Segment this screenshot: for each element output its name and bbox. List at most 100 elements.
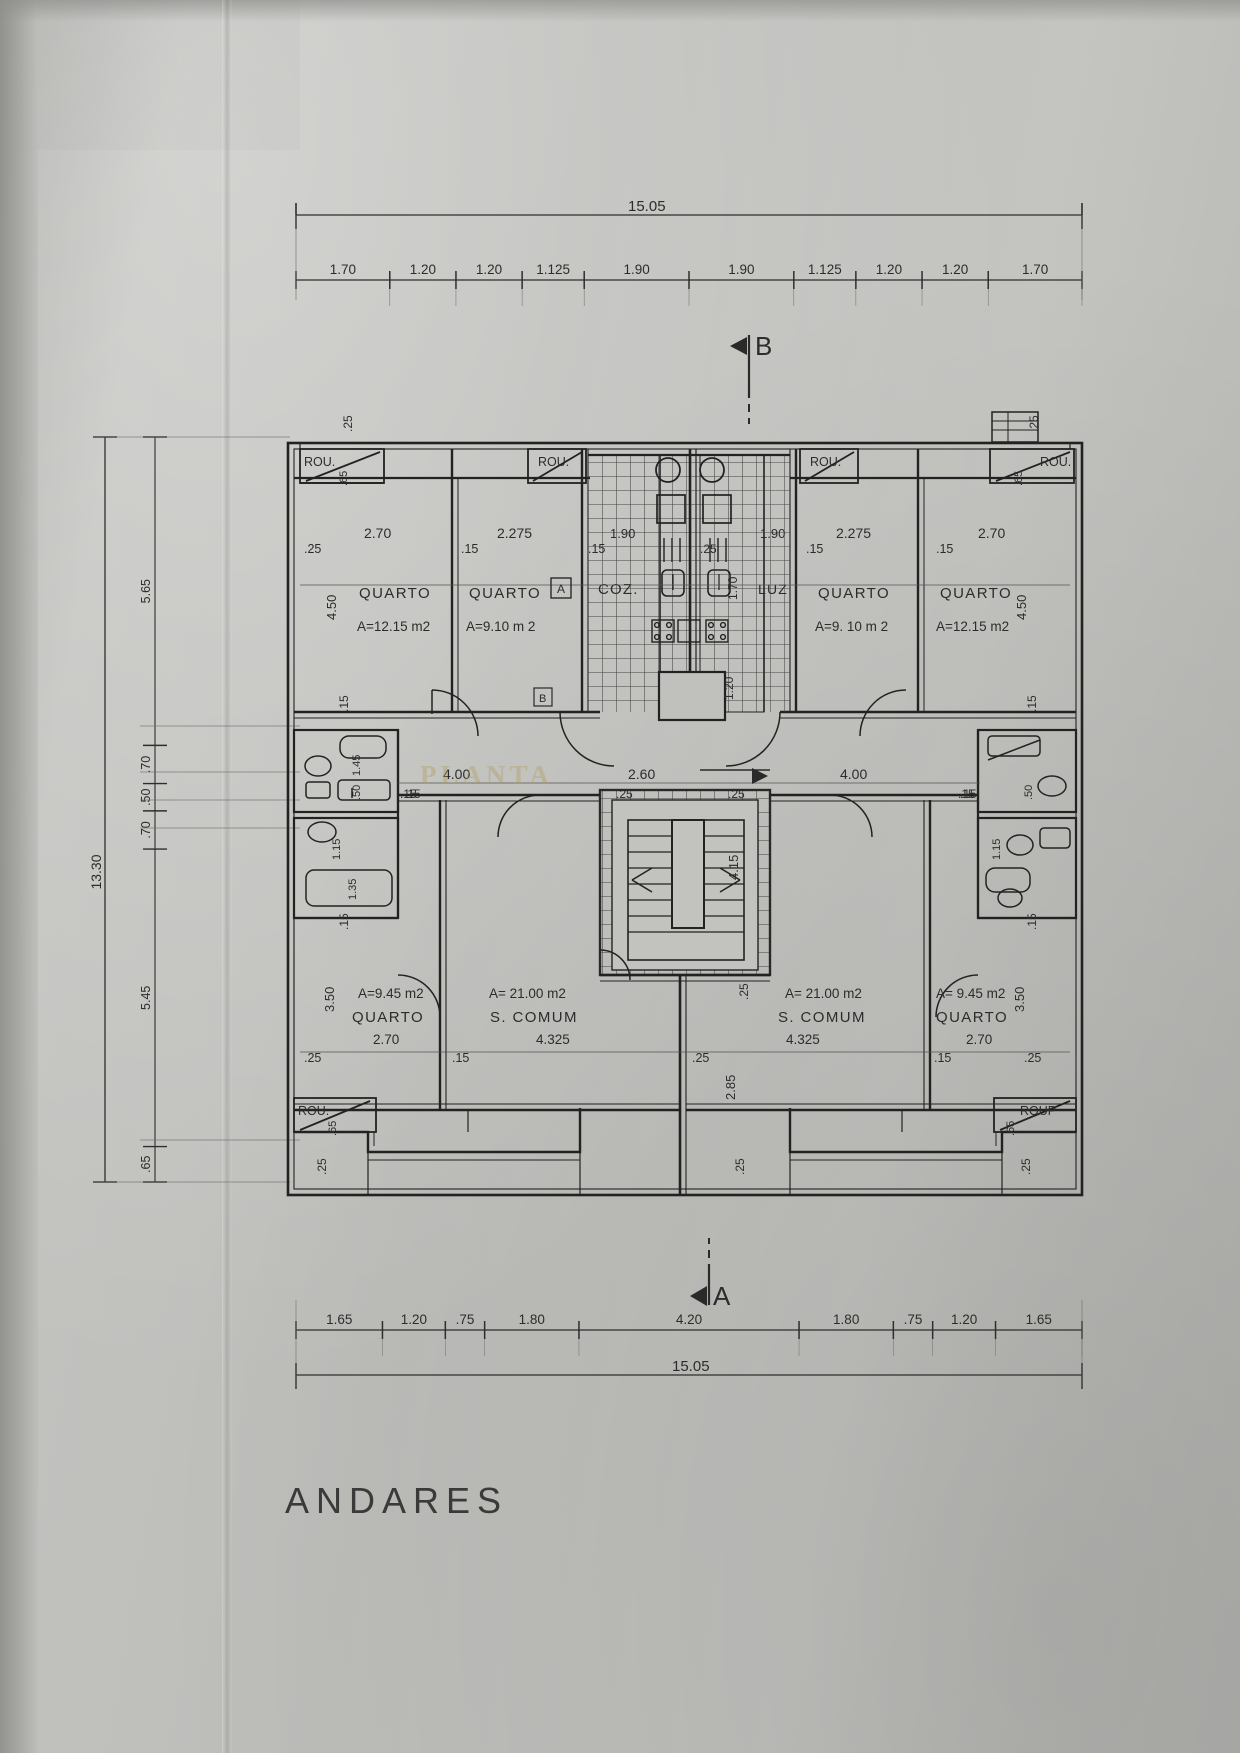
- dim-wall-tr: .25: [1027, 415, 1041, 432]
- dim-label-vertical: 5.45: [139, 986, 153, 1010]
- dim-bath-r-a: .50: [1023, 785, 1035, 800]
- room-label-quarto-nei: QUARTO: [818, 585, 890, 602]
- dim-wall-l0: .25: [304, 1051, 321, 1065]
- dim-h-lower-quarto-l: 3.50: [322, 987, 337, 1012]
- dim-salon-w-r: 4.325: [786, 1032, 820, 1047]
- dim-label: .75: [904, 1312, 923, 1327]
- dim-w-quarto-nw: 2.70: [364, 525, 391, 541]
- room-label-quarto-sw: QUARTO: [352, 1009, 424, 1026]
- dim-bath-b: .50: [351, 785, 363, 800]
- closet-label-3: ROU.: [1040, 455, 1071, 469]
- dim-left-total: 13.30: [88, 854, 104, 889]
- building-walls: [286, 411, 1084, 1197]
- room-area-quarto-nwi: A=9.10 m 2: [466, 619, 535, 634]
- dim-label: 1.20: [401, 1312, 427, 1327]
- dim-entry-depth: 2.85: [723, 1075, 738, 1100]
- dim-bath-c: 1.15: [331, 839, 343, 860]
- dim-label: 1.20: [942, 262, 968, 277]
- dim-h-upper-quarto-l: 4.50: [324, 595, 339, 620]
- section-marker-a-label: A: [713, 1281, 731, 1311]
- paper-grain: [0, 0, 300, 150]
- closet-label-0: ROU.: [304, 455, 335, 469]
- dim-wall-hall: .25: [737, 983, 751, 1000]
- drawing-title: ANDARES: [285, 1480, 509, 1521]
- dim-label: 1.65: [326, 1312, 352, 1327]
- dim-label: 1.80: [833, 1312, 859, 1327]
- closet-dim-0: .65: [338, 471, 350, 486]
- dim-bath-r-c: 1.15: [991, 839, 1003, 860]
- room-label-quarto-se: QUARTO: [936, 1009, 1008, 1026]
- room-label-quarto-nwi: QUARTO: [469, 585, 541, 602]
- dim-wall-l2: .25: [692, 1051, 709, 1065]
- dim-label-vertical: .70: [139, 821, 153, 838]
- dim-wall-4: .15: [806, 542, 823, 556]
- dim-wall-l4: .25: [1024, 1051, 1041, 1065]
- dim-label: 1.20: [876, 262, 902, 277]
- dim-bath-wall-r: .15: [960, 787, 977, 801]
- dim-label: 1.20: [951, 1312, 977, 1327]
- dim-lightwell-b: 1.20: [722, 676, 736, 700]
- dim-bath-d: 1.35: [347, 879, 359, 900]
- closet-dim-4: .65: [327, 1121, 339, 1136]
- closet-label-2: ROU.: [810, 455, 841, 469]
- watermark: PLANTA: [420, 760, 554, 790]
- room-label-coz: COZ.: [598, 581, 639, 598]
- room-label-salon-left: S. COMUM: [490, 1009, 578, 1026]
- room-label-salon-right: S. COMUM: [778, 1009, 866, 1026]
- dim-label: 1.20: [476, 262, 502, 277]
- room-area-quarto-ne: A=12.15 m2: [936, 619, 1009, 634]
- dim-w-quarto-nwi: 2.275: [497, 525, 532, 541]
- door-tag-b: B: [539, 693, 546, 705]
- paper-fold-seam: [222, 0, 232, 1753]
- dim-wall-v-r: .15: [1025, 695, 1039, 712]
- dim-label: .75: [456, 1312, 475, 1327]
- dim-salon-right: 4.00: [840, 766, 867, 782]
- section-marker-b-label: B: [755, 331, 772, 361]
- dim-label: 1.90: [623, 262, 649, 277]
- section-marker-b: B: [730, 331, 772, 424]
- dim-label: 1.20: [410, 262, 436, 277]
- dim-lower-quarto-r: 2.70: [966, 1032, 992, 1047]
- dim-bath-a: 1.45: [351, 755, 363, 776]
- closet-labels: ROU. .65 ROU. ROU. ROU. .65 ROU. .65 ROU…: [298, 455, 1071, 1136]
- closet-dim-3: .65: [1013, 471, 1025, 486]
- door-tag-a: A: [557, 582, 565, 596]
- dim-label-vertical: 5.65: [139, 579, 153, 603]
- dim-wall-tl: .25: [341, 415, 355, 432]
- closet-label-5: ROUP: [1020, 1104, 1056, 1118]
- room-area-salon-left: A= 21.00 m2: [489, 986, 566, 1001]
- dim-label-vertical: .50: [139, 788, 153, 805]
- room-label-quarto-nw: QUARTO: [359, 585, 431, 602]
- closet-label-4: ROU.: [298, 1104, 329, 1118]
- dim-wall-bl: .25: [315, 1158, 329, 1175]
- room-area-quarto-se: A= 9.45 m2: [936, 986, 1005, 1001]
- room-label-quarto-ne: QUARTO: [940, 585, 1012, 602]
- dim-bath-wall-l: .15: [404, 787, 421, 801]
- interior-dimensions: 2.70 2.275 1.90 1.90 2.275 2.70 .25 .15 …: [300, 415, 1070, 1175]
- dim-w-kitchen: 1.90: [610, 526, 635, 541]
- dim-wall-l3: .15: [934, 1051, 951, 1065]
- dim-label: 1.70: [330, 262, 356, 277]
- dim-bottom-total: 15.05: [672, 1358, 710, 1375]
- dim-w-quarto-nei: 2.275: [836, 525, 871, 541]
- dim-wall-s3: .15: [958, 787, 975, 801]
- dim-stair-depth: 4.15: [726, 855, 741, 880]
- dim-wall-v-l2: .15: [337, 913, 351, 930]
- door-tags: A B: [533, 577, 770, 784]
- dim-wall-entry: .25: [733, 1158, 747, 1175]
- dim-wall-br: .25: [1019, 1158, 1033, 1175]
- dim-wall-l1: .15: [452, 1051, 469, 1065]
- dim-h-lower-quarto-r: 3.50: [1012, 987, 1027, 1012]
- dim-h-upper-quarto-r: 4.50: [1014, 595, 1029, 620]
- room-area-quarto-nei: A=9. 10 m 2: [815, 619, 888, 634]
- dim-salon-w-l: 4.325: [536, 1032, 570, 1047]
- dim-lower-quarto-l: 2.70: [373, 1032, 399, 1047]
- dim-label: 1.80: [519, 1312, 545, 1327]
- dim-label: 1.65: [1026, 1312, 1052, 1327]
- dim-wall-s1: .25: [616, 787, 633, 801]
- room-area-quarto-nw: A=12.15 m2: [357, 619, 430, 634]
- dim-wall-s2: .25: [728, 787, 745, 801]
